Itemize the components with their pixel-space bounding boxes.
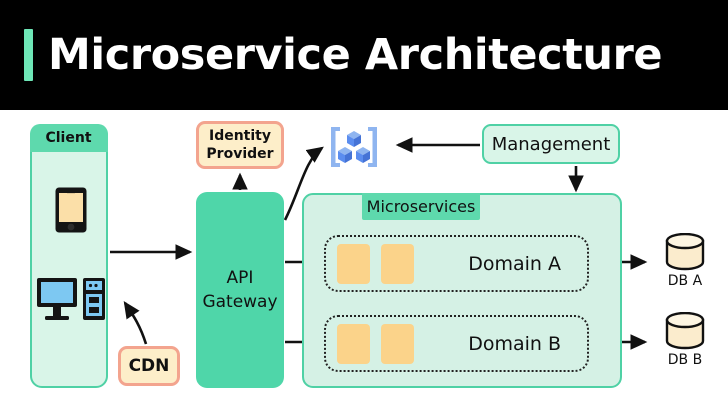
- client-label: Client: [45, 129, 92, 146]
- client-header: Client: [29, 123, 108, 152]
- api-gateway-label-line1: API: [226, 268, 254, 288]
- management-box[interactable]: Management: [482, 124, 620, 164]
- identity-provider-label-line1: Identity: [208, 128, 271, 144]
- service-chip[interactable]: [381, 323, 414, 364]
- domain-b-box[interactable]: Domain B: [324, 315, 589, 372]
- service-chip[interactable]: [337, 323, 370, 364]
- domain-a-label: Domain A: [468, 252, 561, 275]
- microservices-panel[interactable]: Microservices Domain A Domain B: [302, 192, 622, 388]
- page-title: Microservice Architecture: [48, 30, 663, 80]
- database-b[interactable]: DB B: [650, 312, 720, 368]
- desktop-computer-icon: [37, 278, 105, 320]
- database-a[interactable]: DB A: [650, 233, 720, 289]
- microservices-label: Microservices: [366, 196, 476, 216]
- identity-provider-box[interactable]: Identity Provider: [196, 121, 284, 169]
- microservices-header: Microservices: [362, 192, 480, 220]
- database-a-label: DB A: [667, 273, 703, 289]
- service-chip[interactable]: [381, 243, 414, 284]
- phone-icon: [55, 187, 87, 233]
- containers-icon: [331, 127, 377, 167]
- client-box[interactable]: Client: [29, 123, 108, 388]
- database-cylinder-icon: [665, 233, 705, 271]
- api-gateway-label-line2: Gateway: [202, 292, 278, 312]
- database-cylinder-icon: [665, 312, 705, 350]
- domain-b-label: Domain B: [468, 332, 561, 355]
- service-chip[interactable]: [337, 243, 370, 284]
- domain-a-box[interactable]: Domain A: [324, 235, 589, 292]
- cdn-label: CDN: [128, 356, 170, 376]
- title-bar: Microservice Architecture: [0, 0, 728, 110]
- database-b-label: DB B: [667, 352, 703, 368]
- api-gateway-box[interactable]: API Gateway: [196, 192, 284, 388]
- cdn-box[interactable]: CDN: [118, 346, 180, 386]
- management-label: Management: [491, 133, 611, 155]
- identity-provider-label-line2: Provider: [206, 146, 274, 162]
- title-accent-bar: [24, 29, 33, 81]
